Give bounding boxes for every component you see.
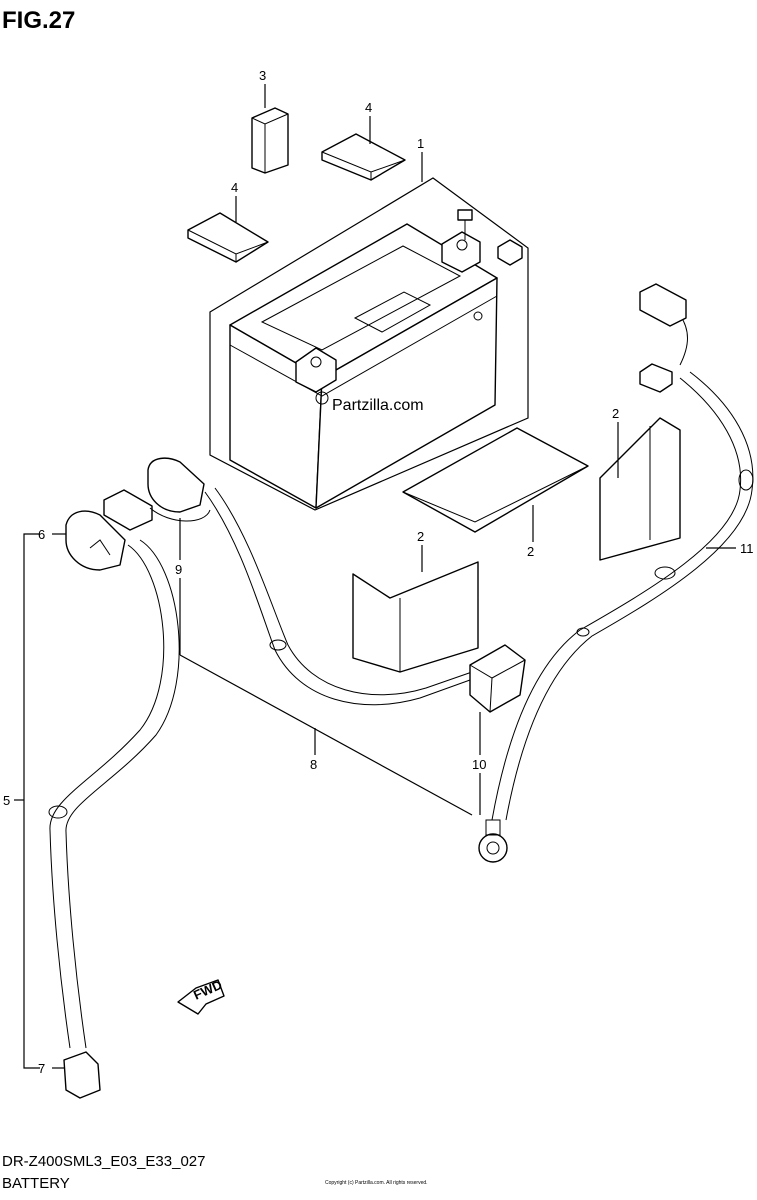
callout-10: 10	[472, 757, 486, 772]
part-10-terminal-cover[interactable]	[469, 644, 526, 713]
partzilla-watermark: Partzilla.com	[315, 391, 424, 414]
part-3-block[interactable]	[251, 107, 289, 174]
part-9-terminal-cap[interactable]	[103, 457, 211, 531]
callout-2-center: 2	[417, 529, 424, 544]
part-1-battery[interactable]	[229, 209, 523, 509]
part-8-cable[interactable]	[204, 487, 473, 706]
callout-5: 5	[3, 793, 10, 808]
section-name: BATTERY	[2, 1175, 70, 1192]
watermark-text: Partzilla.com	[332, 397, 424, 414]
part-5-cable[interactable]	[48, 539, 180, 1049]
fwd-arrow-icon: FWD	[177, 977, 225, 1015]
part-7-terminal-cap[interactable]	[63, 1051, 101, 1099]
part-2-pad-bent-right[interactable]	[599, 417, 681, 561]
part-4-pad-upper[interactable]	[321, 133, 406, 181]
callout-2-flat: 2	[527, 544, 534, 559]
callout-4-lower: 4	[231, 180, 238, 195]
leader-lines	[14, 84, 736, 1069]
part-6-terminal-cap[interactable]	[65, 510, 126, 571]
callout-11: 11	[740, 541, 754, 556]
part-1-frame	[209, 177, 529, 511]
callout-6: 6	[38, 527, 45, 542]
model-code: DR-Z400SML3_E03_E33_027	[2, 1153, 205, 1170]
part-2-pad-flat[interactable]	[402, 427, 589, 533]
callout-9: 9	[175, 562, 182, 577]
part-4-pad-lower[interactable]	[187, 212, 269, 263]
callout-8: 8	[310, 757, 317, 772]
callout-4-upper: 4	[365, 100, 372, 115]
callout-3: 3	[259, 68, 266, 83]
callout-7: 7	[38, 1061, 45, 1076]
figure-title: FIG.27	[2, 7, 75, 34]
copyright-fine-print: Copyright (c) Partzilla.com. All rights …	[325, 1180, 428, 1186]
callout-2-right: 2	[612, 406, 619, 421]
part-11-harness[interactable]	[478, 283, 754, 863]
callout-1: 1	[417, 136, 424, 151]
part-2-pad-bent-center[interactable]	[352, 561, 479, 673]
